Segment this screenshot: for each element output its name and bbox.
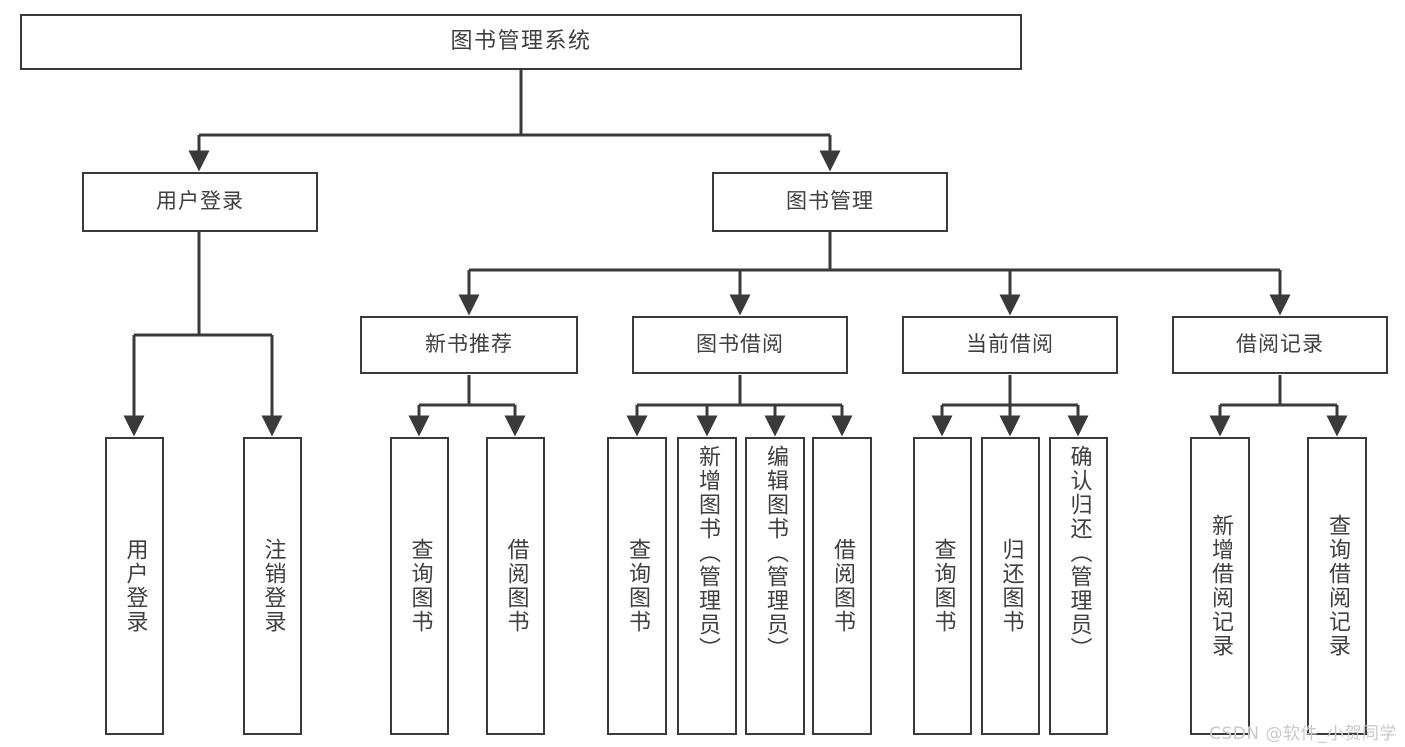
leaf-br-add-record[interactable]: 新增借阅记录: [1190, 437, 1250, 735]
node-user-login[interactable]: 用户登录: [82, 172, 318, 232]
node-root-book-management-system[interactable]: 图书管理系统: [20, 14, 1022, 70]
watermark-text: CSDN @软件_小贺同学: [1209, 724, 1397, 744]
node-label: 查询图书: [624, 538, 650, 634]
node-borrow-record[interactable]: 借阅记录: [1172, 316, 1388, 374]
node-new-book-recommend[interactable]: 新书推荐: [360, 316, 578, 374]
leaf-logout[interactable]: 注销登录: [243, 437, 302, 735]
leaf-cb-confirm-return-admin[interactable]: 确认归还（管理员）: [1049, 437, 1108, 735]
node-label: 借阅图书: [829, 538, 855, 634]
node-book-management[interactable]: 图书管理: [712, 172, 948, 232]
node-label: 新增图书（管理员）: [694, 445, 720, 661]
node-label: 新书推荐: [425, 332, 513, 357]
node-label: 借阅记录: [1236, 332, 1324, 357]
node-label: 借阅图书: [503, 538, 529, 634]
leaf-bb-add-book-admin[interactable]: 新增图书（管理员）: [677, 437, 737, 735]
leaf-nb-borrow-book[interactable]: 借阅图书: [486, 437, 545, 735]
node-label: 归还图书: [998, 538, 1024, 634]
node-label: 用户登录: [156, 189, 244, 214]
node-label: 编辑图书（管理员）: [762, 445, 788, 661]
leaf-nb-query-book[interactable]: 查询图书: [390, 437, 449, 735]
node-label: 查询图书: [930, 538, 956, 634]
node-label: 确认归还（管理员）: [1066, 445, 1092, 661]
leaf-cb-query-book[interactable]: 查询图书: [913, 437, 972, 735]
leaf-bb-query-book[interactable]: 查询图书: [607, 437, 667, 735]
node-label: 注销登录: [260, 538, 286, 634]
node-label: 当前借阅: [966, 332, 1054, 357]
node-label: 查询图书: [407, 538, 433, 634]
node-label: 查询借阅记录: [1324, 514, 1350, 658]
leaf-br-query-record[interactable]: 查询借阅记录: [1307, 437, 1367, 735]
node-label: 新增借阅记录: [1207, 514, 1233, 658]
node-current-borrow[interactable]: 当前借阅: [902, 316, 1118, 374]
node-book-borrow[interactable]: 图书借阅: [632, 316, 848, 374]
leaf-bb-borrow-book[interactable]: 借阅图书: [812, 437, 872, 735]
leaf-cb-return-book[interactable]: 归还图书: [981, 437, 1040, 735]
node-label: 图书管理系统: [450, 28, 592, 54]
node-label: 用户登录: [122, 538, 148, 634]
leaf-bb-edit-book-admin[interactable]: 编辑图书（管理员）: [745, 437, 805, 735]
leaf-user-login[interactable]: 用户登录: [105, 437, 164, 735]
node-label: 图书借阅: [696, 332, 784, 357]
node-label: 图书管理: [786, 189, 874, 214]
